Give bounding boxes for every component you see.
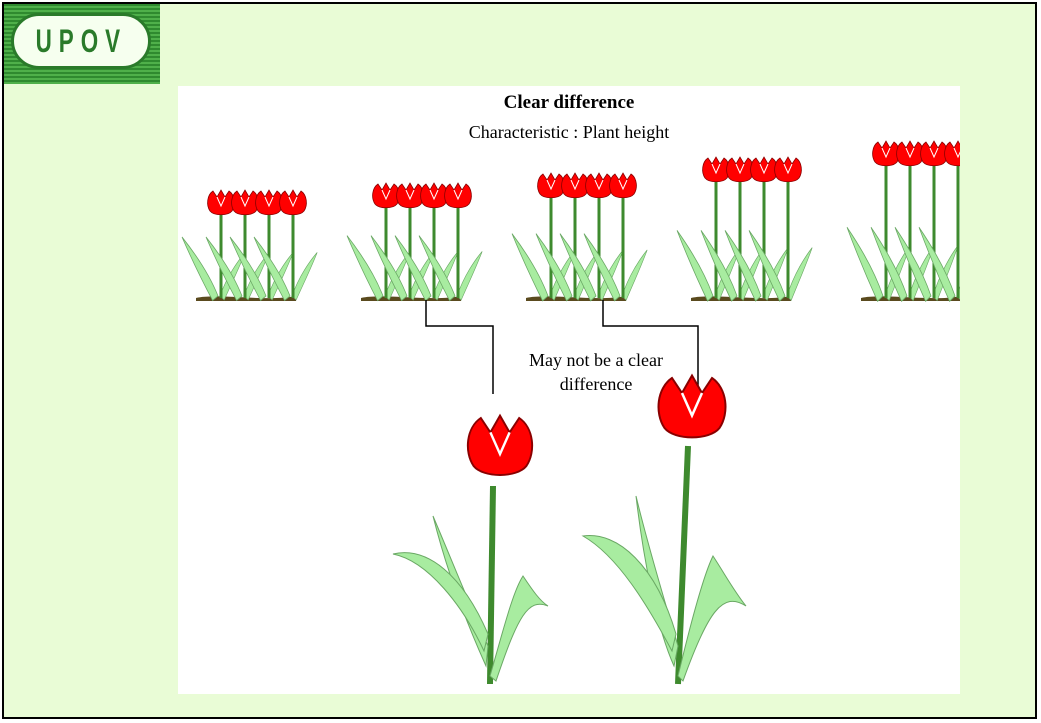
logo-oval: UPOV (11, 13, 151, 69)
tulip-row-icon (676, 156, 813, 302)
tulip-illustration (181, 140, 960, 685)
upov-logo: UPOV (4, 4, 160, 84)
annotation-text: May not be a clear difference (529, 350, 663, 394)
single-tulip-icon (581, 374, 747, 685)
tulip-row-icon (846, 140, 960, 302)
tulip-row-icon (346, 182, 483, 302)
single-tulip-icon (392, 414, 549, 685)
slide-subtitle: Characteristic : Plant height (468, 122, 670, 142)
tulip-row-icon (181, 189, 318, 301)
logo-text: UPOV (35, 22, 127, 59)
connector-lines (425, 300, 699, 394)
slide-content: Clear difference Characteristic : Plant … (178, 86, 960, 694)
tulip-row-icon (511, 172, 648, 302)
slide-title: Clear difference (503, 92, 635, 113)
